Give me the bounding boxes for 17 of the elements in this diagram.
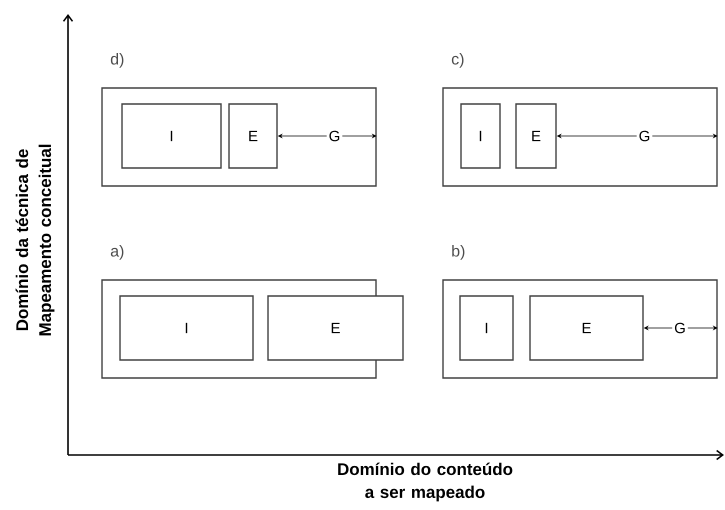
edge-label: G <box>329 130 340 142</box>
component-box: I <box>459 295 514 361</box>
edge-label: G <box>639 130 650 142</box>
edge-label: G <box>674 322 685 334</box>
component-box: E <box>267 295 404 361</box>
component-box: E <box>228 103 278 169</box>
component-box: I <box>119 295 254 361</box>
axis-label: Domínio do conteúdo a ser mapeado <box>338 462 512 502</box>
node-label: c) <box>452 52 464 68</box>
node-label: a) <box>110 244 124 260</box>
component-box: I <box>460 103 501 169</box>
component-box: E <box>529 295 644 361</box>
component-box: E <box>515 103 557 169</box>
component-box: I <box>121 103 222 169</box>
node-label: b) <box>452 244 464 260</box>
axis-label: Domínio da técnica de Mapeamento conceitual <box>16 144 54 336</box>
node-label: d) <box>110 52 124 68</box>
